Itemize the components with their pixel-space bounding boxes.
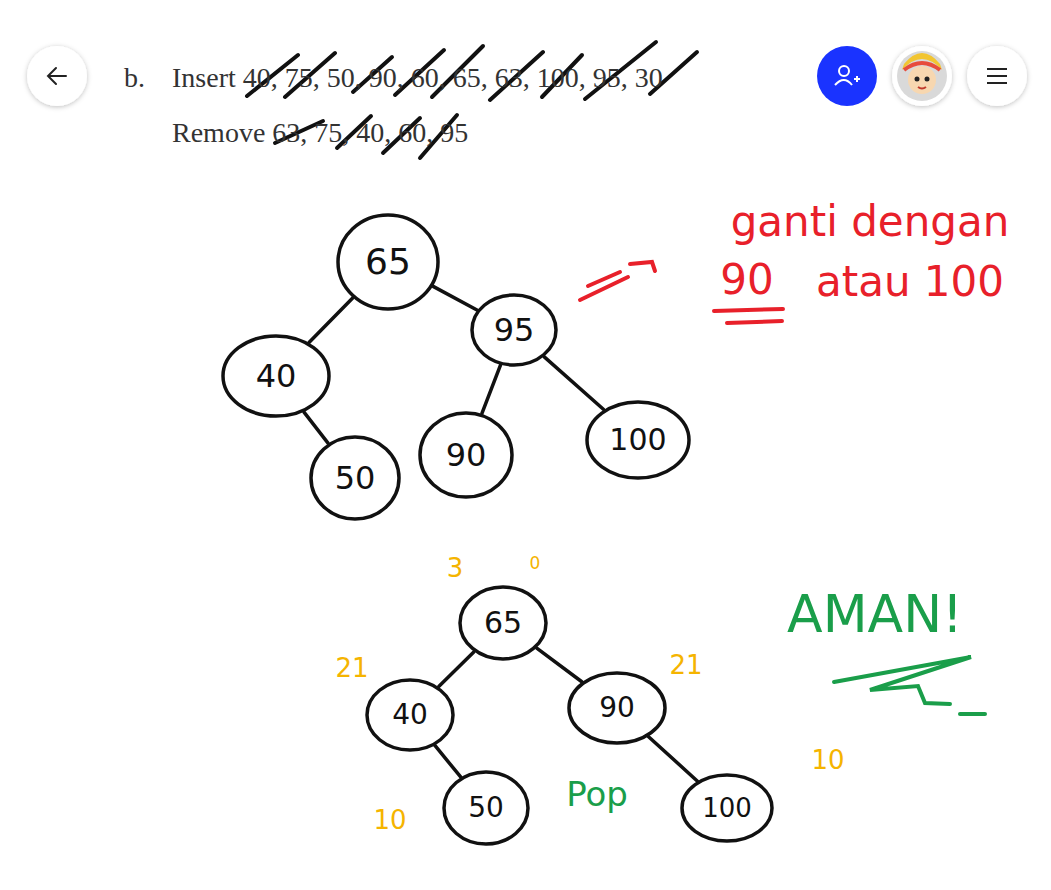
tree-node-circle: 90: [567, 671, 667, 745]
tree-edge: [544, 357, 603, 410]
green-note: AMAN!: [787, 586, 963, 643]
tree-node-circle: 50: [442, 770, 530, 846]
node-ellipse: [420, 413, 512, 497]
avatar: [892, 46, 952, 106]
node-ellipse: [444, 772, 528, 844]
node-value: 95: [494, 314, 535, 346]
task-text: b.: [124, 63, 145, 94]
node-value: 90: [446, 439, 487, 471]
tree-node-circle: 65: [336, 213, 440, 311]
node-ellipse: [587, 402, 689, 478]
node-value: 65: [484, 608, 522, 638]
height-number: 10: [811, 746, 844, 775]
tree-edge: [439, 652, 474, 687]
tree-node-circle: 100: [680, 773, 774, 843]
red-note: atau 100: [816, 259, 1004, 305]
node-ellipse: [311, 437, 399, 519]
tree-node-circle: 65: [458, 585, 548, 661]
tree-edge: [433, 286, 477, 310]
green-note: Pop: [566, 776, 628, 813]
tree-edge: [649, 737, 698, 781]
tree-edge: [537, 648, 582, 682]
height-number: 21: [669, 651, 702, 680]
tree-node-circle: 40: [365, 678, 455, 752]
menu-button: [967, 46, 1027, 106]
tree-edge: [304, 412, 328, 443]
tree-node-circle: 100: [585, 400, 691, 480]
back-button: [27, 46, 87, 106]
height-number: 0: [530, 554, 541, 573]
invite-button: [817, 46, 877, 106]
node-value: 100: [702, 795, 752, 821]
red-note: ganti dengan: [731, 199, 1010, 245]
node-ellipse: [460, 587, 546, 659]
height-number: 10: [373, 806, 406, 835]
tree-edge: [435, 746, 461, 777]
height-number: 21: [335, 654, 368, 683]
node-ellipse: [367, 680, 453, 750]
tree-node-circle: 40: [221, 334, 331, 418]
node-value: 50: [468, 794, 504, 822]
node-value: 90: [599, 694, 635, 722]
node-ellipse: [682, 775, 772, 841]
node-value: 40: [392, 701, 428, 729]
node-ellipse: [472, 295, 556, 365]
node-ellipse: [223, 336, 329, 416]
red-note: 90: [720, 257, 773, 303]
task-text: Insert 40, 75, 50, 90, 60, 65, 63, 100, …: [172, 63, 663, 94]
tree-edge: [482, 365, 501, 413]
tree-node-circle: 90: [418, 411, 514, 499]
node-value: 100: [609, 425, 666, 455]
node-ellipse: [569, 673, 665, 743]
green-underline: [834, 657, 985, 714]
tree-node-circle: 95: [470, 293, 558, 367]
node-ellipse: [338, 215, 438, 309]
tree-edge: [309, 298, 353, 342]
tree-node-circle: 50: [309, 435, 401, 521]
height-number: 3: [447, 554, 464, 583]
node-value: 40: [256, 360, 297, 392]
node-value: 65: [365, 244, 411, 280]
task-text: Remove 63, 75, 40, 60, 95: [172, 118, 468, 149]
node-value: 50: [335, 462, 376, 494]
